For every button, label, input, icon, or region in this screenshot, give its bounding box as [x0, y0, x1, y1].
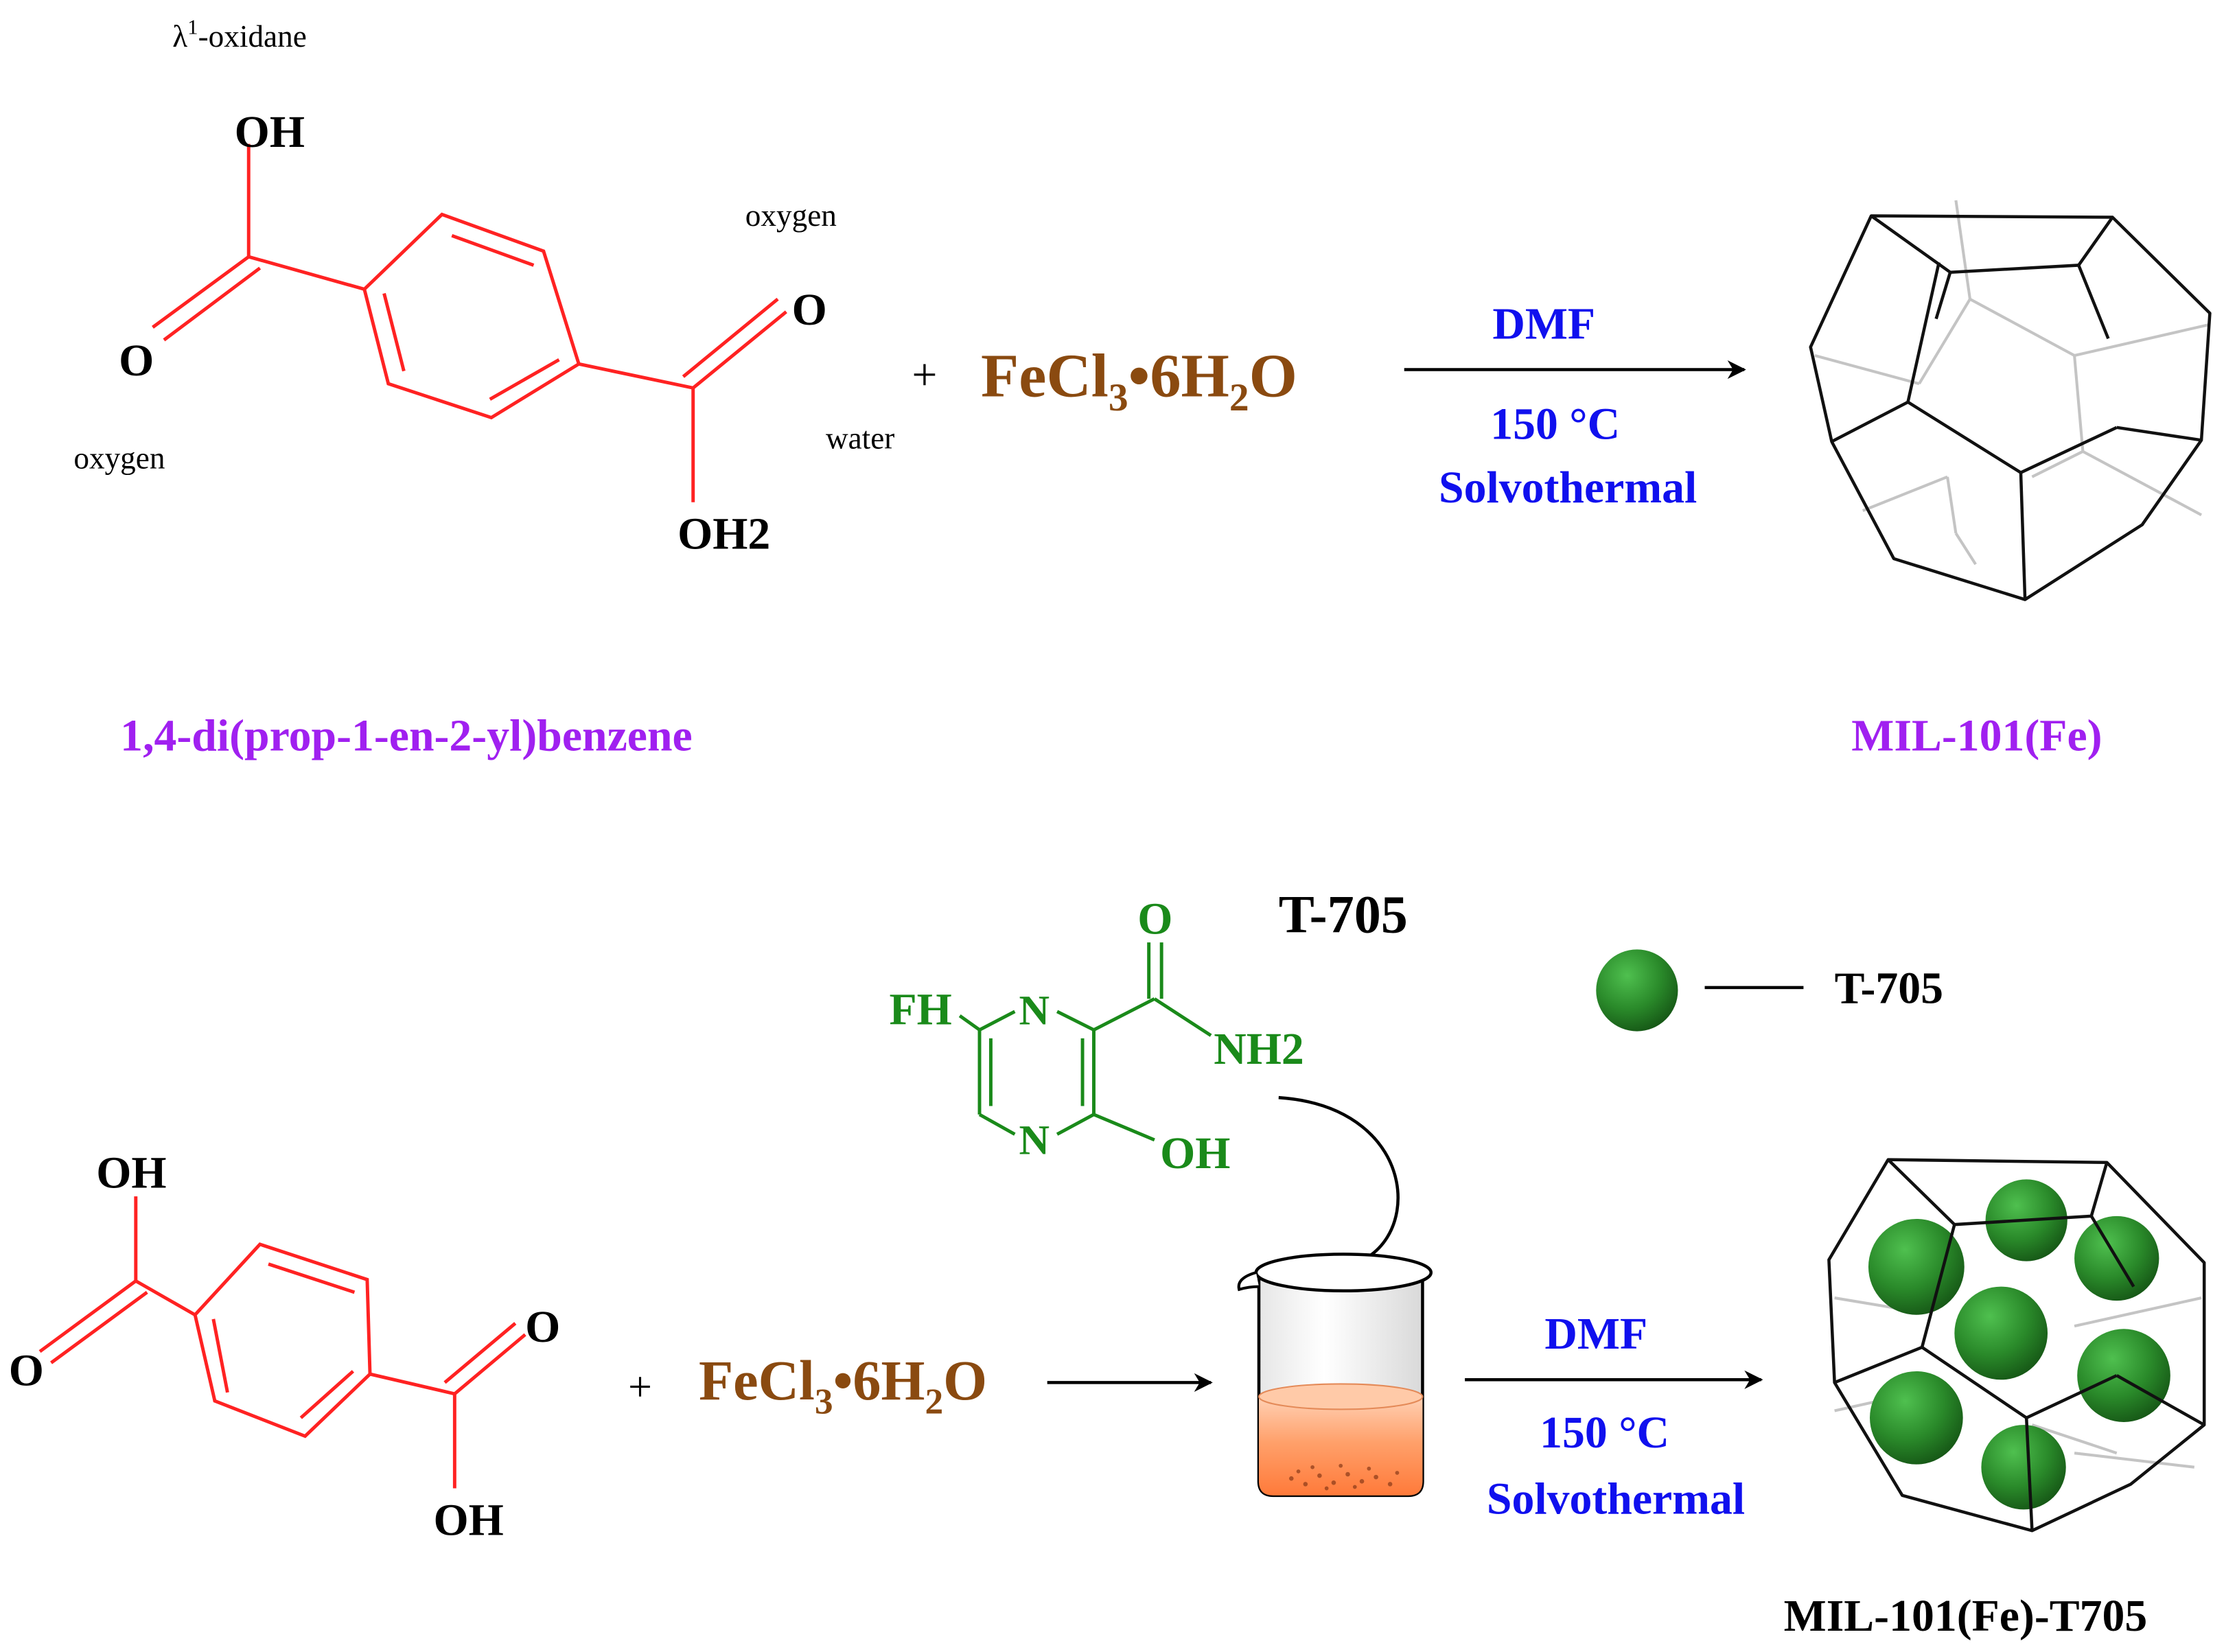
- oxygen-annotation-right: oxygen: [745, 198, 837, 233]
- product-name-bottom: MIL-101(Fe)-T705: [1784, 1591, 2148, 1641]
- c-o-double-bond-right-a: [692, 310, 787, 390]
- temperature-label-top: 150 °C: [1490, 399, 1620, 449]
- c-oh-bond: [1093, 1113, 1155, 1142]
- cage-outline: [1809, 214, 2212, 601]
- solvent-label-top: DMF: [1492, 299, 1595, 349]
- bottom-reaction: T-705 FH N N O NH2 OH T-705: [9, 885, 2206, 1641]
- drug-sphere: [1981, 1425, 2066, 1510]
- oh-label-top: OH: [235, 107, 305, 157]
- drug-sphere: [1954, 1286, 2048, 1380]
- temperature-label-bottom: 150 °C: [1540, 1408, 1669, 1458]
- drug-sphere: [1870, 1371, 1963, 1465]
- ligand-name-top: 1,4-di(prop-1-en-2-yl)benzene: [120, 711, 693, 761]
- iron-chloride-label-top: FeCl3•6H2O: [981, 341, 1297, 420]
- o-label-right-bottom: O: [525, 1302, 560, 1352]
- iron-chloride-label-bottom: FeCl3•6H2O: [699, 1349, 987, 1422]
- plus-sign-top: +: [912, 349, 937, 399]
- lambda-oxidane-annotation: λ1-oxidane: [172, 15, 307, 53]
- oh2-label-bottom: OH2: [677, 509, 770, 559]
- oxygen-annotation-left: oxygen: [73, 441, 165, 475]
- fh-label: FH: [889, 984, 951, 1034]
- plus-sign-bottom: +: [628, 1364, 652, 1410]
- oh-label-top-bottom: OH: [96, 1148, 166, 1198]
- water-annotation: water: [826, 421, 894, 456]
- o-label-amide: O: [1137, 894, 1172, 944]
- legend-label: T-705: [1835, 963, 1943, 1013]
- c-c-bond-right: [578, 362, 694, 390]
- o-label-left-bottom: O: [9, 1346, 44, 1396]
- c-o-double-bond-left-a: [152, 255, 250, 329]
- n-label-top: N: [1019, 987, 1050, 1034]
- solvent-label-bottom: DMF: [1544, 1309, 1647, 1359]
- top-reaction: λ1-oxidane oxygen oxygen water OH O O OH…: [73, 15, 2212, 761]
- c-amide-bond: [1093, 997, 1156, 1032]
- drug-sphere: [2077, 1329, 2170, 1422]
- legend-sphere-icon: [1596, 949, 1678, 1032]
- mil-101-cage-top: [1809, 200, 2212, 601]
- c-o-double-bond-left-b: [163, 266, 262, 342]
- product-name-top: MIL-101(Fe): [1851, 711, 2102, 761]
- cage-outline-bottom: [1827, 1158, 2206, 1533]
- method-label-top: Solvothermal: [1439, 463, 1697, 513]
- curved-arrow-icon: [1278, 1095, 1400, 1275]
- amide-cn: [1153, 997, 1212, 1037]
- o-label-right: O: [792, 285, 827, 335]
- terephthalic-acid-structure: [152, 143, 787, 502]
- drug-title: T-705: [1279, 885, 1408, 944]
- oh-label-drug: OH: [1160, 1128, 1230, 1178]
- drug-sphere: [1868, 1218, 1965, 1315]
- mil-101-t705-cage: [1827, 1158, 2206, 1533]
- terephthalic-acid-structure-bottom: [38, 1196, 526, 1489]
- nh2-label: NH2: [1214, 1024, 1304, 1074]
- method-label-bottom: Solvothermal: [1487, 1474, 1745, 1524]
- c-o-double-bond-right-b: [682, 297, 779, 378]
- oh-label-bottom-bottom: OH: [434, 1495, 504, 1545]
- benzene-ring: [362, 212, 581, 420]
- o-label-left: O: [119, 336, 154, 386]
- n-label-bottom: N: [1019, 1117, 1050, 1163]
- beaker-icon: [1237, 1253, 1433, 1498]
- c-c-bond-left: [248, 255, 365, 291]
- t705-structure: [958, 942, 1212, 1142]
- t705-spheres: [1868, 1179, 2170, 1510]
